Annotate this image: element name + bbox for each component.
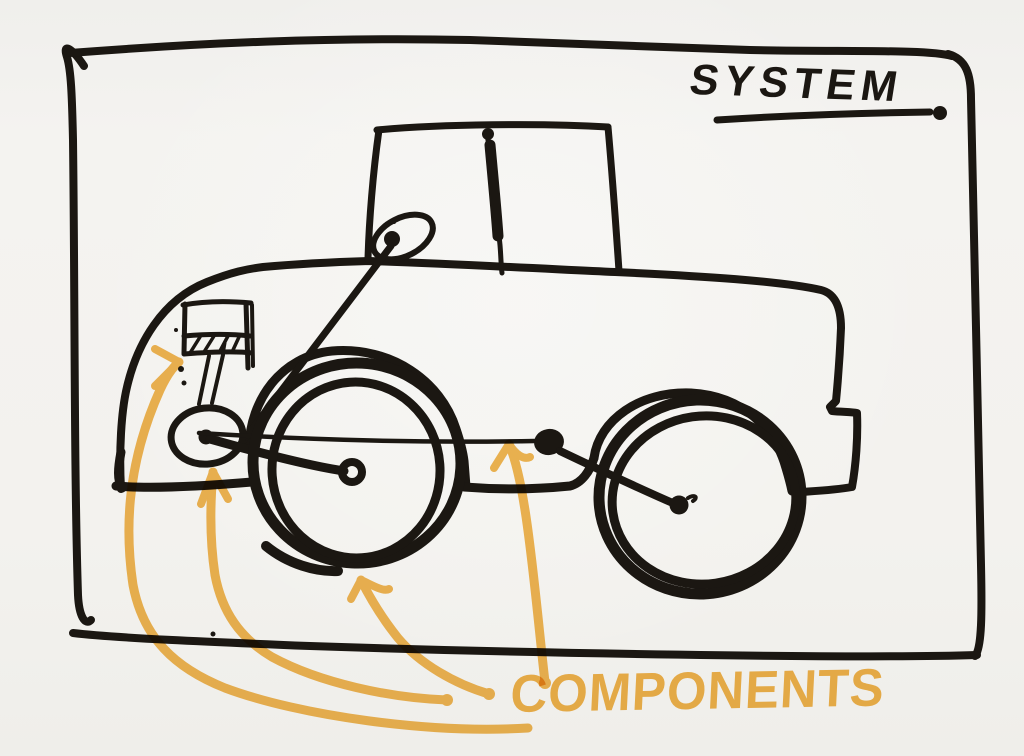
rocker-sill xyxy=(459,453,599,494)
arrow-to-crankshaft xyxy=(197,467,453,706)
piston-rod xyxy=(197,353,225,406)
engine-block xyxy=(180,299,255,371)
linkage-joint xyxy=(534,428,564,456)
system-underline xyxy=(713,106,947,124)
rod-crank-to-front-hub xyxy=(205,434,349,476)
front-wheel xyxy=(247,357,467,577)
rear-hub xyxy=(669,495,689,515)
front-hub xyxy=(338,458,366,486)
cabin xyxy=(364,121,623,276)
frame-border xyxy=(61,35,986,661)
arrow-to-engine xyxy=(124,345,533,734)
components-label: COMPONENTS xyxy=(509,658,887,725)
hatch-marks xyxy=(188,334,241,355)
window-divider xyxy=(482,128,505,276)
annotation-arrows xyxy=(124,345,551,734)
system-label: SYSTEM xyxy=(686,56,907,112)
rear-wheel xyxy=(593,394,807,600)
long-axle-rod xyxy=(196,430,538,444)
arrow-to-front-wheel xyxy=(347,575,495,700)
rod-joint-to-rear-hub xyxy=(556,447,679,508)
arrow-to-linkage-joint xyxy=(490,439,551,689)
steering-wheel xyxy=(370,211,436,263)
drivetrain-linkage xyxy=(196,428,679,508)
